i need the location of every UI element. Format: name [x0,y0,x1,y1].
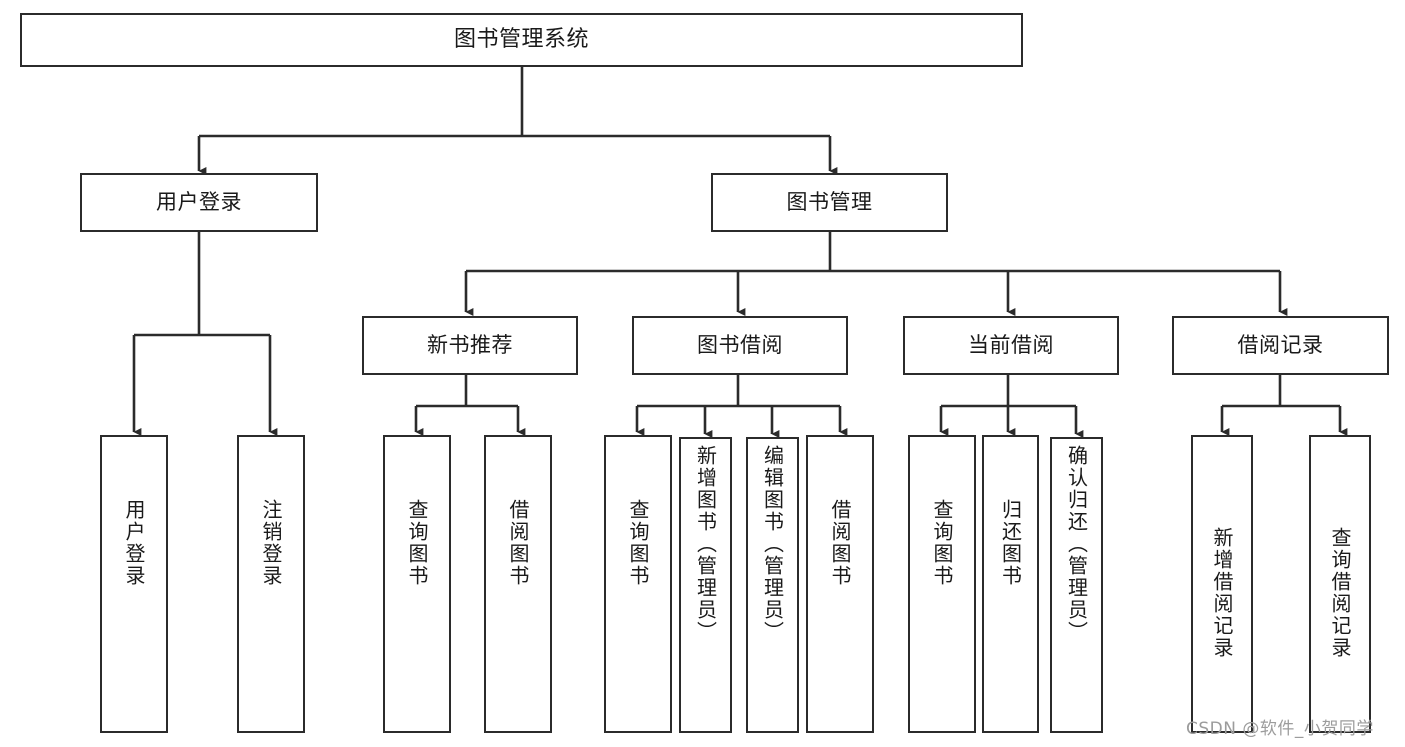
leaf-confirm-return-admin[interactable]: 确认归还（管理员） [1050,437,1103,733]
node-label: 图书管理系统 [453,26,589,52]
node-book-management[interactable]: 图书管理 [711,173,948,232]
leaf-borrow-book[interactable]: 借阅图书 [806,435,874,733]
leaf-user-login[interactable]: 用户登录 [100,435,168,733]
node-label: 当前借阅 [968,332,1054,357]
node-book-borrow[interactable]: 图书借阅 [632,316,848,375]
node-label: 编辑图书（管理员） [760,445,785,643]
node-label: 查询图书 [626,499,650,587]
node-new-book-recommend[interactable]: 新书推荐 [362,316,578,375]
node-label: 借阅记录 [1237,332,1324,357]
leaf-add-book-admin[interactable]: 新增图书（管理员） [679,437,732,733]
node-label: 图书借阅 [697,332,783,357]
node-label: 新书推荐 [427,332,513,357]
node-label: 查询借阅记录 [1328,527,1352,659]
leaf-return-book[interactable]: 归还图书 [982,435,1039,733]
node-borrow-record[interactable]: 借阅记录 [1172,316,1389,375]
leaf-borrow-book-recommend[interactable]: 借阅图书 [484,435,552,733]
leaf-query-book-borrow[interactable]: 查询图书 [604,435,672,733]
node-label: 查询图书 [405,499,429,587]
node-label: 图书管理 [786,189,873,214]
node-label: 借阅图书 [506,499,530,587]
node-label: 新增图书（管理员） [693,445,718,643]
node-label: 用户登录 [156,189,242,214]
node-label: 注销登录 [259,499,283,587]
node-label: 用户登录 [122,499,146,587]
node-label: 新增借阅记录 [1210,527,1234,659]
node-label: 借阅图书 [828,499,852,587]
leaf-query-book-current[interactable]: 查询图书 [908,435,976,733]
node-label: 归还图书 [998,499,1023,587]
node-label: 查询图书 [930,499,954,587]
leaf-query-book-recommend[interactable]: 查询图书 [383,435,451,733]
node-label: 确认归还（管理员） [1064,445,1089,643]
leaf-add-borrow-record[interactable]: 新增借阅记录 [1191,435,1253,733]
leaf-query-borrow-record[interactable]: 查询借阅记录 [1309,435,1371,733]
node-current-borrow[interactable]: 当前借阅 [903,316,1119,375]
node-user-login[interactable]: 用户登录 [80,173,318,232]
node-root-book-management-system[interactable]: 图书管理系统 [20,13,1023,67]
leaf-edit-book-admin[interactable]: 编辑图书（管理员） [746,437,799,733]
leaf-logout-login[interactable]: 注销登录 [237,435,305,733]
